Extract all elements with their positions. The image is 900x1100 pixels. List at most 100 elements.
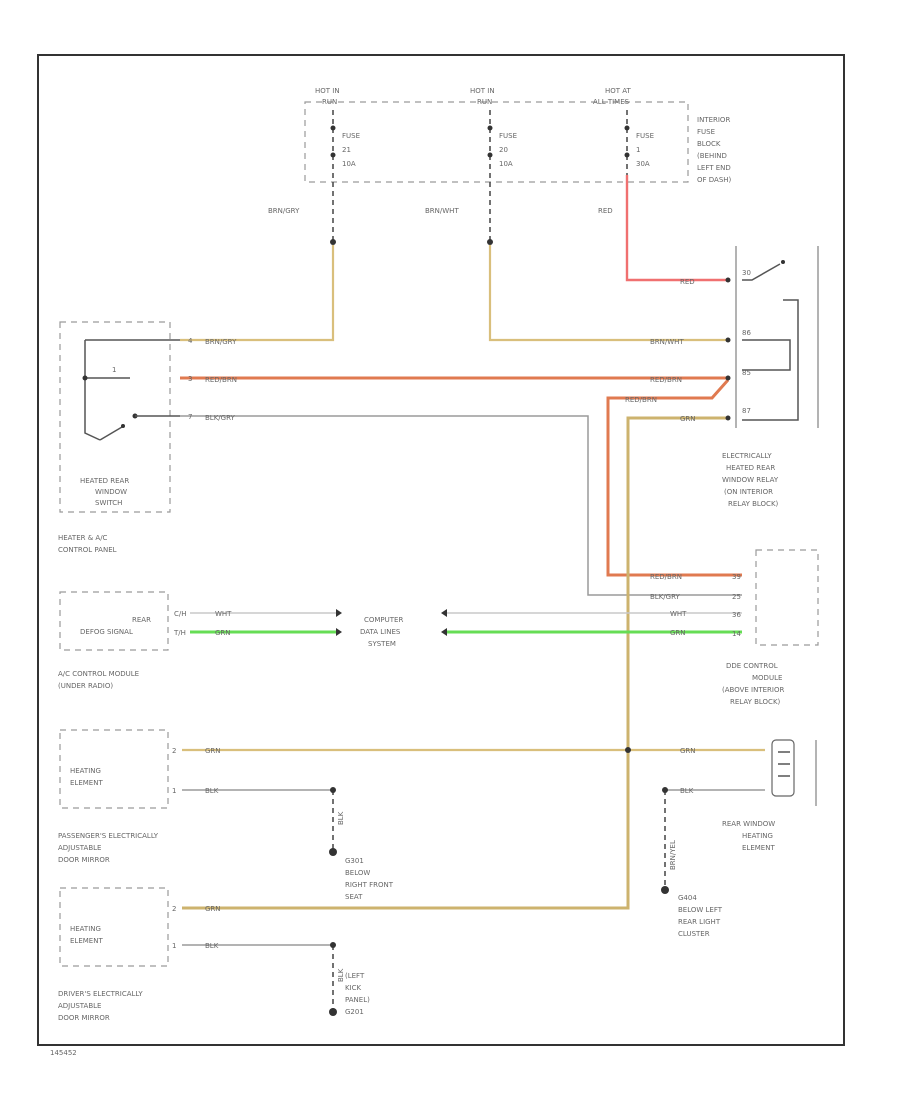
relay-pin-87: 87 (742, 407, 751, 415)
rear-window-grid (771, 739, 795, 797)
hot-at-all-times-line1: HOT AT (605, 87, 632, 95)
dde-pin-39: 39 (732, 573, 741, 581)
g404-2: BELOW LEFT (678, 906, 723, 914)
hot-in-run-left-line2: RUN (322, 98, 337, 106)
drv-label-1: DRIVER'S ELECTRICALLY (58, 990, 143, 998)
ac-label-1: A/C CONTROL MODULE (58, 670, 139, 678)
drv-pin-2: 2 (172, 905, 176, 913)
driver-door-mirror: HEATING ELEMENT 2 1 DRIVER'S ELECTRICALL… (58, 887, 176, 1022)
g301-1: G301 (345, 857, 364, 865)
g301-2: BELOW (345, 869, 370, 877)
relay-label-3: WINDOW RELAY (722, 476, 779, 484)
wire-label-wht-left: WHT (215, 610, 232, 618)
pass-element-2: ELEMENT (70, 779, 103, 787)
g404-4: CLUSTER (678, 930, 710, 938)
wire-label-blk-gry-dde: BLK/GRY (650, 593, 680, 601)
wire-label-blk-g201: BLK (337, 968, 345, 982)
hot-in-run-left-line1: HOT IN (315, 87, 340, 95)
hot-at-all-times-line2: ALL TIMES (593, 98, 630, 106)
wire-label-grn-driver: GRN (205, 905, 221, 913)
pass-pin-1: 1 (172, 787, 176, 795)
wire-label-blk-pass: BLK (205, 787, 219, 795)
relay-pin-85: 85 (742, 369, 751, 377)
data-lines-2: DATA LINES (360, 628, 401, 636)
panel-pin-4: 4 (188, 337, 193, 345)
fuse-20-rating: 10A (499, 160, 513, 168)
dde-pin-25: 25 (732, 593, 741, 601)
rear-window-heating-element: REAR WINDOW HEATING ELEMENT (722, 739, 817, 852)
g201-2: KICK (345, 984, 362, 992)
pass-element-1: HEATING (70, 767, 101, 775)
g301-3: RIGHT FRONT (345, 881, 394, 889)
rear-window-label-1: REAR WINDOW (722, 820, 775, 828)
wire-label-red-brn-relay: RED/BRN (650, 376, 682, 384)
wire-label-grn-relay: GRN (680, 415, 696, 423)
wire-label-brn-gry: BRN/GRY (205, 338, 237, 346)
drv-label-2: ADJUSTABLE (58, 1002, 101, 1010)
wire-red (625, 175, 728, 282)
data-lines-3: SYSTEM (368, 640, 396, 648)
fuse-block-label-5: LEFT END (697, 164, 731, 172)
wire-label-grn-rear: GRN (680, 747, 696, 755)
relay-label-4: (ON INTERIOR (724, 488, 773, 496)
wire-label-blk-g301: BLK (337, 811, 345, 825)
wire-label-brn-wht-top: BRN/WHT (425, 207, 459, 215)
wire-label-blk-gry: BLK/GRY (205, 414, 235, 422)
pass-pin-2: 2 (172, 747, 176, 755)
fuse-21-rating: 10A (342, 160, 356, 168)
fuse-1-rating: 30A (636, 160, 650, 168)
wire-red-brn-dde (606, 379, 742, 577)
wire-label-brn-wht: BRN/WHT (650, 338, 684, 346)
wire-label-wht-right: WHT (670, 610, 687, 618)
wire-label-grn-data-left: GRN (215, 629, 231, 637)
passenger-door-mirror: HEATING ELEMENT 2 1 PASSENGER'S ELECTRIC… (58, 729, 176, 864)
dde-label-4: RELAY BLOCK) (730, 698, 781, 706)
wire-grn-main (182, 416, 728, 910)
fuse-block-label-4: (BEHIND (697, 152, 727, 160)
fuse-block-label-1: INTERIOR (697, 116, 730, 124)
dde-control-module: 39 25 36 14 DDE CONTROL MODULE (ABOVE IN… (722, 549, 819, 706)
wire-label-brn-yel-g404: BRN/YEL (669, 840, 677, 870)
relay-label-2: HEATED REAR (726, 464, 775, 472)
pass-label-2: ADJUSTABLE (58, 844, 101, 852)
switch-label-1: HEATED REAR (80, 477, 129, 485)
relay-label-5: RELAY BLOCK) (728, 500, 779, 508)
dde-pin-14: 14 (732, 630, 741, 638)
wire-brn-wht (488, 245, 728, 342)
dde-label-1: DDE CONTROL (726, 662, 778, 670)
wire-label-grn-data-right: GRN (670, 629, 686, 637)
diagram-id: 145452 (50, 1049, 77, 1057)
heated-rear-window-switch (99, 426, 123, 441)
wire-label-blk-driver: BLK (205, 942, 219, 950)
wire-label-grn-pass: GRN (205, 747, 221, 755)
wire-label-red: RED (680, 278, 695, 286)
panel-pin-3: 3 (188, 375, 192, 383)
wire-label-red-brn-lower: RED/BRN (625, 396, 657, 404)
pass-label-3: DOOR MIRROR (58, 856, 110, 864)
g404-1: G404 (678, 894, 697, 902)
wire-label-brn-gry-top: BRN/GRY (268, 207, 300, 215)
g404-3: REAR LIGHT (678, 918, 721, 926)
panel-pin-7: 7 (188, 413, 192, 421)
hot-in-run-mid-line1: HOT IN (470, 87, 495, 95)
wire-label-blk-rear: BLK (680, 787, 694, 795)
computer-data-lines: COMPUTER DATA LINES SYSTEM (360, 616, 403, 648)
ac-label-2: (UNDER RADIO) (58, 682, 113, 690)
pass-label-1: PASSENGER'S ELECTRICALLY (58, 832, 159, 840)
drv-label-3: DOOR MIRROR (58, 1014, 110, 1022)
fuse-block-label-2: FUSE (697, 128, 715, 136)
fuse-1-number: 1 (636, 146, 640, 154)
switch-label-2: WINDOW (95, 488, 127, 496)
g201-3: PANEL) (345, 996, 370, 1004)
ac-pin-th: T/H (173, 629, 186, 637)
wire-label-red-top: RED (598, 207, 613, 215)
heated-rear-window-relay: 30 86 85 87 ELECTRICALLY HEATED REAR WIN… (722, 246, 819, 508)
g201-4: G201 (345, 1008, 364, 1016)
wire-brn-gry (180, 245, 335, 342)
drv-pin-1: 1 (172, 942, 176, 950)
dde-label-3: (ABOVE INTERIOR (722, 686, 784, 694)
drv-element-1: HEATING (70, 925, 101, 933)
data-lines-1: COMPUTER (364, 616, 403, 624)
panel-label-1: HEATER & A/C (58, 534, 108, 542)
fuse-20-number: 20 (499, 146, 508, 154)
